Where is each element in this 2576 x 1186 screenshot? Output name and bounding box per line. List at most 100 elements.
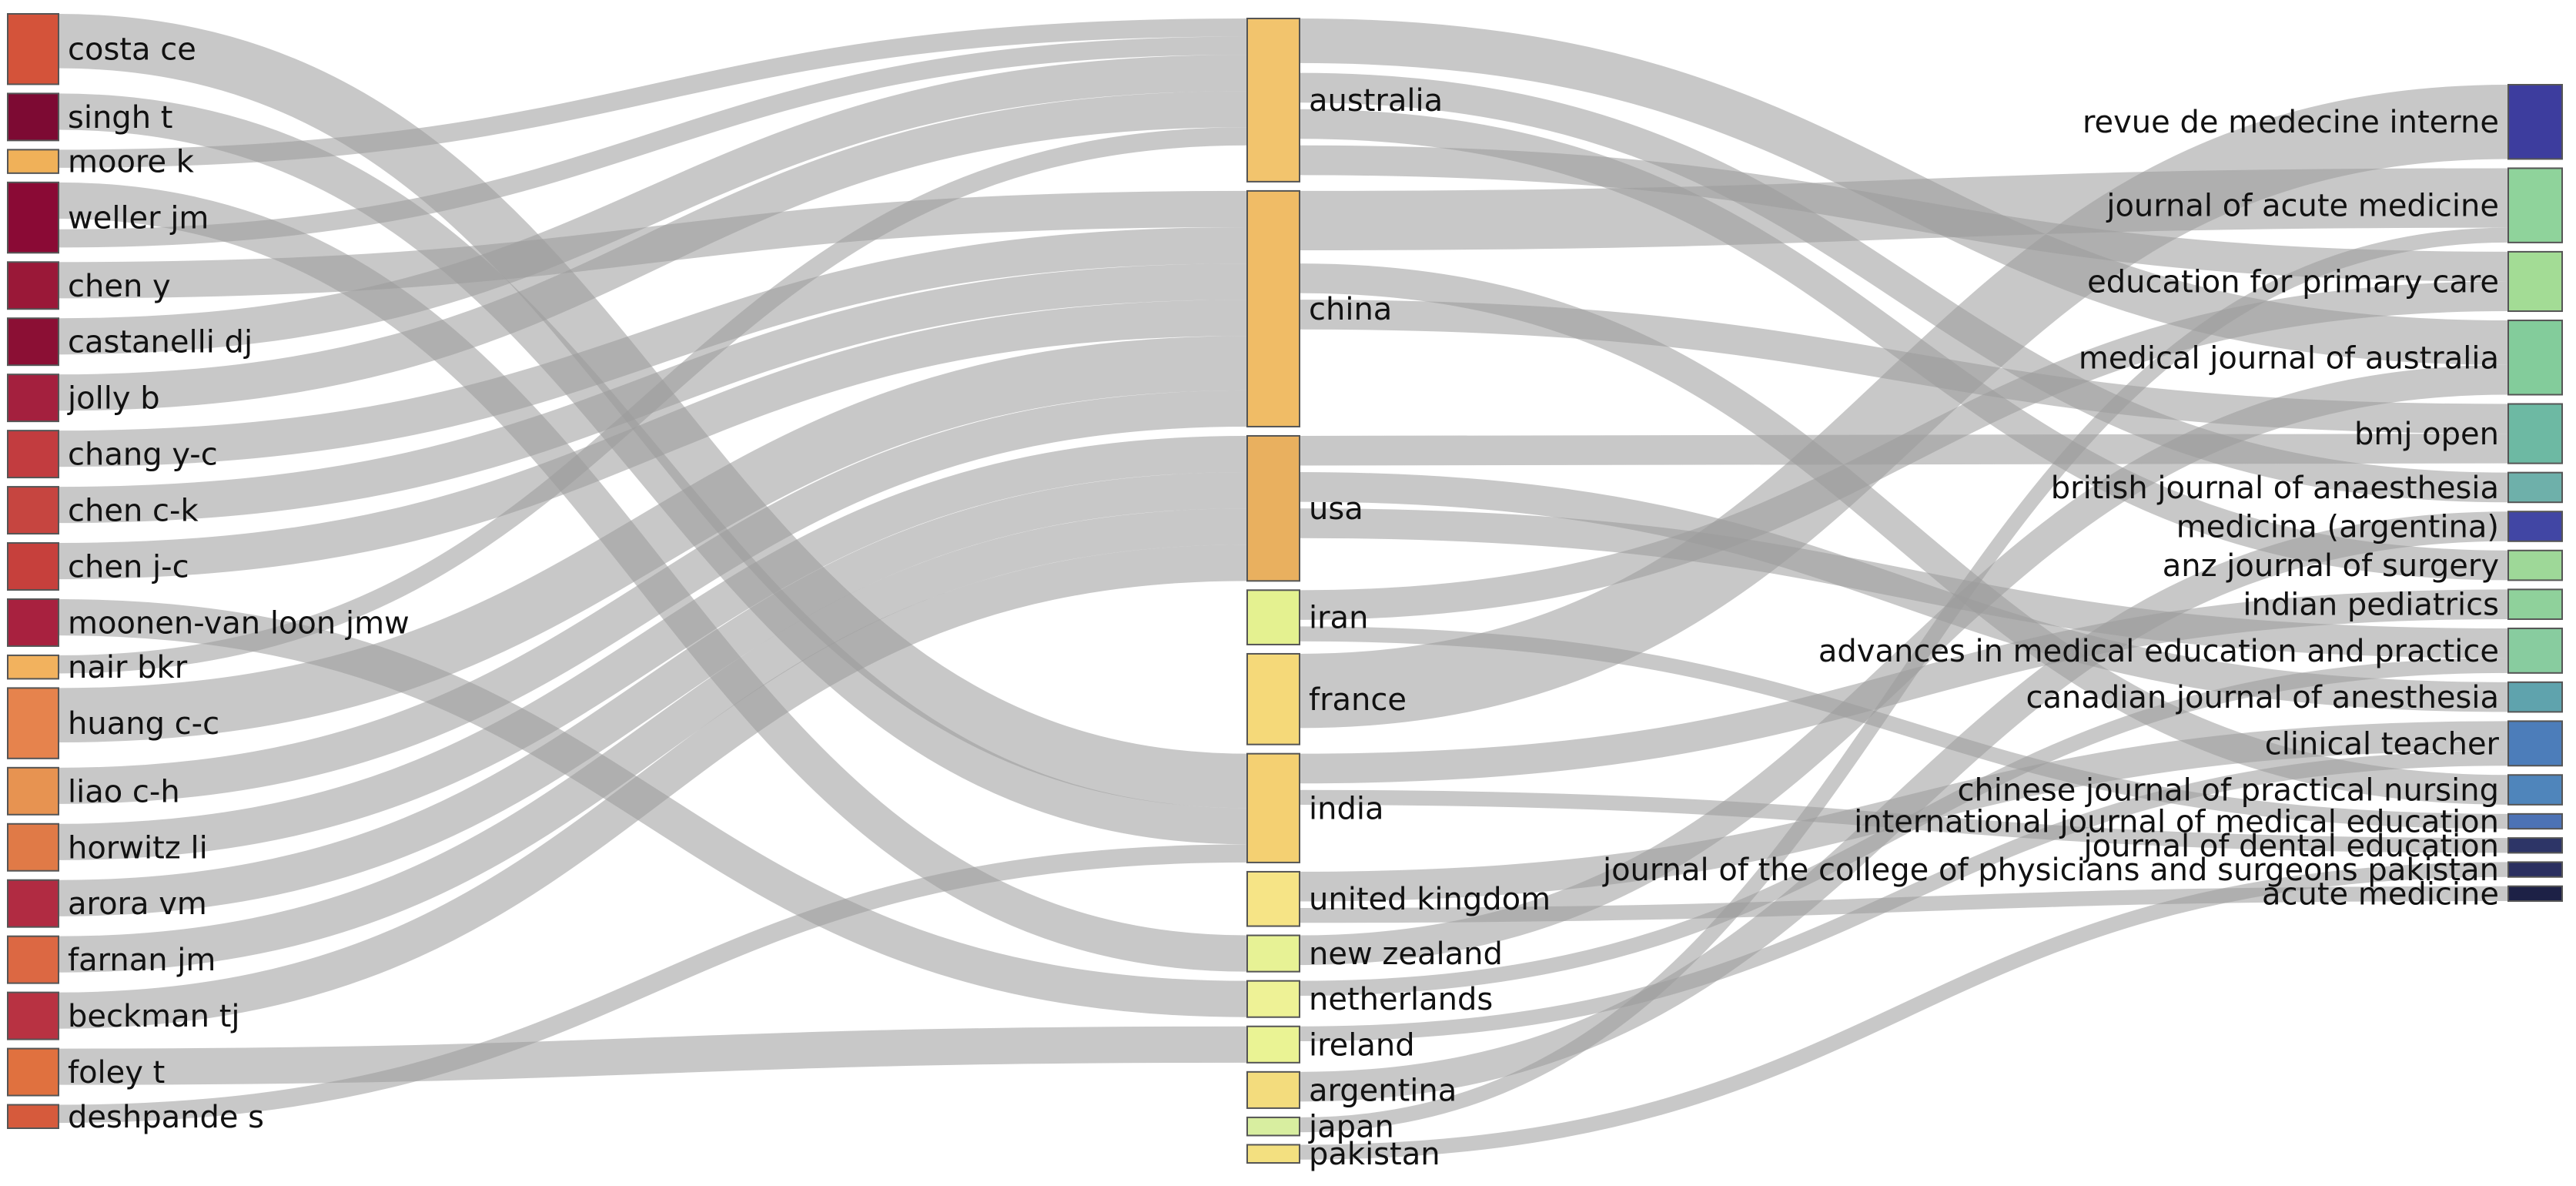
link-new-zealand-to-medical-journal-of-australia: [1299, 364, 2509, 966]
label-deshpande-s: deshpande s: [68, 1100, 264, 1135]
link-france-to-revue-de-medecine-interne: [1299, 84, 2509, 729]
link-usa-to-advances-in-medical-education-and-practice: [1299, 508, 2509, 658]
label-horwitz-li: horwitz li: [68, 830, 208, 866]
node-france: [1246, 652, 1300, 745]
node-education-for-primary-care: [2507, 250, 2563, 313]
label-usa: usa: [1309, 491, 1363, 527]
node-british-journal-of-anaesthesia: [2507, 471, 2563, 504]
label-medical-journal-of-australia: medical journal of australia: [2079, 340, 2499, 376]
label-japan: japan: [1308, 1110, 1394, 1145]
label-journal-of-dental-education: journal of dental education: [2083, 829, 2500, 864]
link-australia-to-anz-journal-of-surgery: [1299, 109, 2509, 581]
label-castanelli-dj: castanelli dj: [68, 325, 253, 360]
link-arora-vm-to-usa: [58, 472, 1248, 916]
sankey-nodes: [7, 13, 2563, 1164]
label-nair-bkr: nair bkr: [68, 650, 188, 685]
link-weller-jm-to-australia: [58, 36, 1248, 248]
node-china: [1246, 189, 1300, 427]
node-foley-t: [7, 1047, 59, 1097]
label-chang-y-c: chang y-c: [68, 437, 218, 473]
label-china: china: [1309, 292, 1392, 327]
node-revue-de-medecine-interne: [2507, 84, 2563, 160]
label-chen-c-k: chen c-k: [68, 494, 199, 529]
node-indian-pediatrics: [2507, 588, 2563, 620]
node-moonen-van-loon-jmw: [7, 598, 59, 647]
label-argentina: argentina: [1309, 1073, 1457, 1108]
label-france: france: [1309, 682, 1407, 718]
link-foley-t-to-ireland: [58, 1026, 1248, 1085]
node-medicina-argentina: [2507, 511, 2563, 542]
label-netherlands: netherlands: [1309, 982, 1493, 1017]
label-weller-jm: weller jm: [68, 201, 209, 236]
node-castanelli-dj: [7, 317, 59, 367]
node-costa-ce: [7, 13, 59, 85]
link-horwitz-li-to-usa: [58, 435, 1248, 860]
node-nair-bkr: [7, 654, 59, 680]
label-united-kingdom: united kingdom: [1309, 882, 1551, 917]
node-chinese-journal-of-practical-nursing: [2507, 774, 2563, 806]
node-japan: [1246, 1116, 1300, 1137]
node-horwitz-li: [7, 822, 59, 872]
node-chen-c-k: [7, 486, 59, 535]
link-china-to-journal-of-acute-medicine: [1299, 168, 2509, 251]
node-beckman-tj: [7, 991, 59, 1040]
link-beckman-tj-to-usa: [58, 544, 1248, 1029]
label-jolly-b: jolly b: [67, 381, 160, 417]
label-australia: australia: [1309, 83, 1443, 119]
label-bmj-open: bmj open: [2354, 417, 2499, 452]
label-chinese-journal-of-practical-nursing: chinese journal of practical nursing: [1957, 773, 2499, 809]
node-medical-journal-of-australia: [2507, 320, 2563, 396]
label-pakistan: pakistan: [1309, 1137, 1440, 1172]
node-new-zealand: [1246, 934, 1300, 973]
label-revue-de-medecine-interne: revue de medecine interne: [2083, 105, 2499, 140]
node-liao-c-h: [7, 766, 59, 816]
node-jolly-b: [7, 374, 59, 423]
link-chang-y-c-to-china: [58, 226, 1248, 467]
node-arora-vm: [7, 879, 59, 928]
node-iran: [1246, 589, 1300, 645]
label-iran: iran: [1309, 601, 1368, 636]
label-foley-t: foley t: [68, 1055, 165, 1091]
label-new-zealand: new zealand: [1309, 936, 1503, 972]
node-huang-c-c: [7, 687, 59, 759]
node-canadian-journal-of-anesthesia: [2507, 681, 2563, 713]
link-japan-to-journal-of-acute-medicine: [1299, 227, 2509, 1133]
label-canadian-journal-of-anesthesia: canadian journal of anesthesia: [2026, 680, 2499, 715]
node-united-kingdom: [1246, 870, 1300, 927]
node-journal-of-acute-medicine: [2507, 167, 2563, 243]
link-nair-bkr-to-australia: [58, 127, 1248, 674]
label-arora-vm: arora vm: [68, 886, 207, 922]
node-chen-j-c: [7, 542, 59, 591]
label-liao-c-h: liao c-h: [68, 774, 180, 809]
label-journal-of-the-college-of-physicians-and-surgeons-pakistan: journal of the college of physicians and…: [1602, 853, 2499, 888]
node-chen-y: [7, 261, 59, 310]
label-education-for-primary-care: education for primary care: [2087, 264, 2499, 300]
node-clinical-teacher: [2507, 720, 2563, 767]
node-chang-y-c: [7, 430, 59, 479]
link-argentina-to-medicina-argentina: [1299, 511, 2509, 1102]
label-international-journal-of-medical-education: international journal of medical educati…: [1854, 804, 2499, 839]
node-australia: [1246, 18, 1300, 183]
label-journal-of-acute-medicine: journal of acute medicine: [2106, 189, 2499, 224]
node-bmj-open: [2507, 403, 2563, 464]
node-international-journal-of-medical-education: [2507, 812, 2563, 830]
label-farnan-jm: farnan jm: [68, 943, 216, 978]
node-usa: [1246, 434, 1300, 582]
link-liao-c-h-to-china: [58, 390, 1248, 804]
node-india: [1246, 752, 1300, 863]
label-beckman-tj: beckman tj: [68, 999, 240, 1034]
label-costa-ce: costa ce: [68, 32, 196, 68]
label-moonen-van-loon-jmw: moonen-van loon jmw: [68, 605, 410, 641]
node-ireland: [1246, 1025, 1300, 1064]
node-advances-in-medical-education-and-practice: [2507, 627, 2563, 674]
node-journal-of-the-college-of-physicians-and-surgeons-pakistan: [2507, 861, 2563, 878]
label-chen-y: chen y: [68, 269, 171, 304]
node-singh-t: [7, 92, 59, 142]
link-huang-c-c-to-china: [58, 336, 1248, 743]
node-farnan-jm: [7, 935, 59, 984]
node-moore-k: [7, 149, 59, 174]
label-acute-medicine: acute medicine: [2262, 876, 2499, 912]
label-chen-j-c: chen j-c: [68, 550, 189, 585]
